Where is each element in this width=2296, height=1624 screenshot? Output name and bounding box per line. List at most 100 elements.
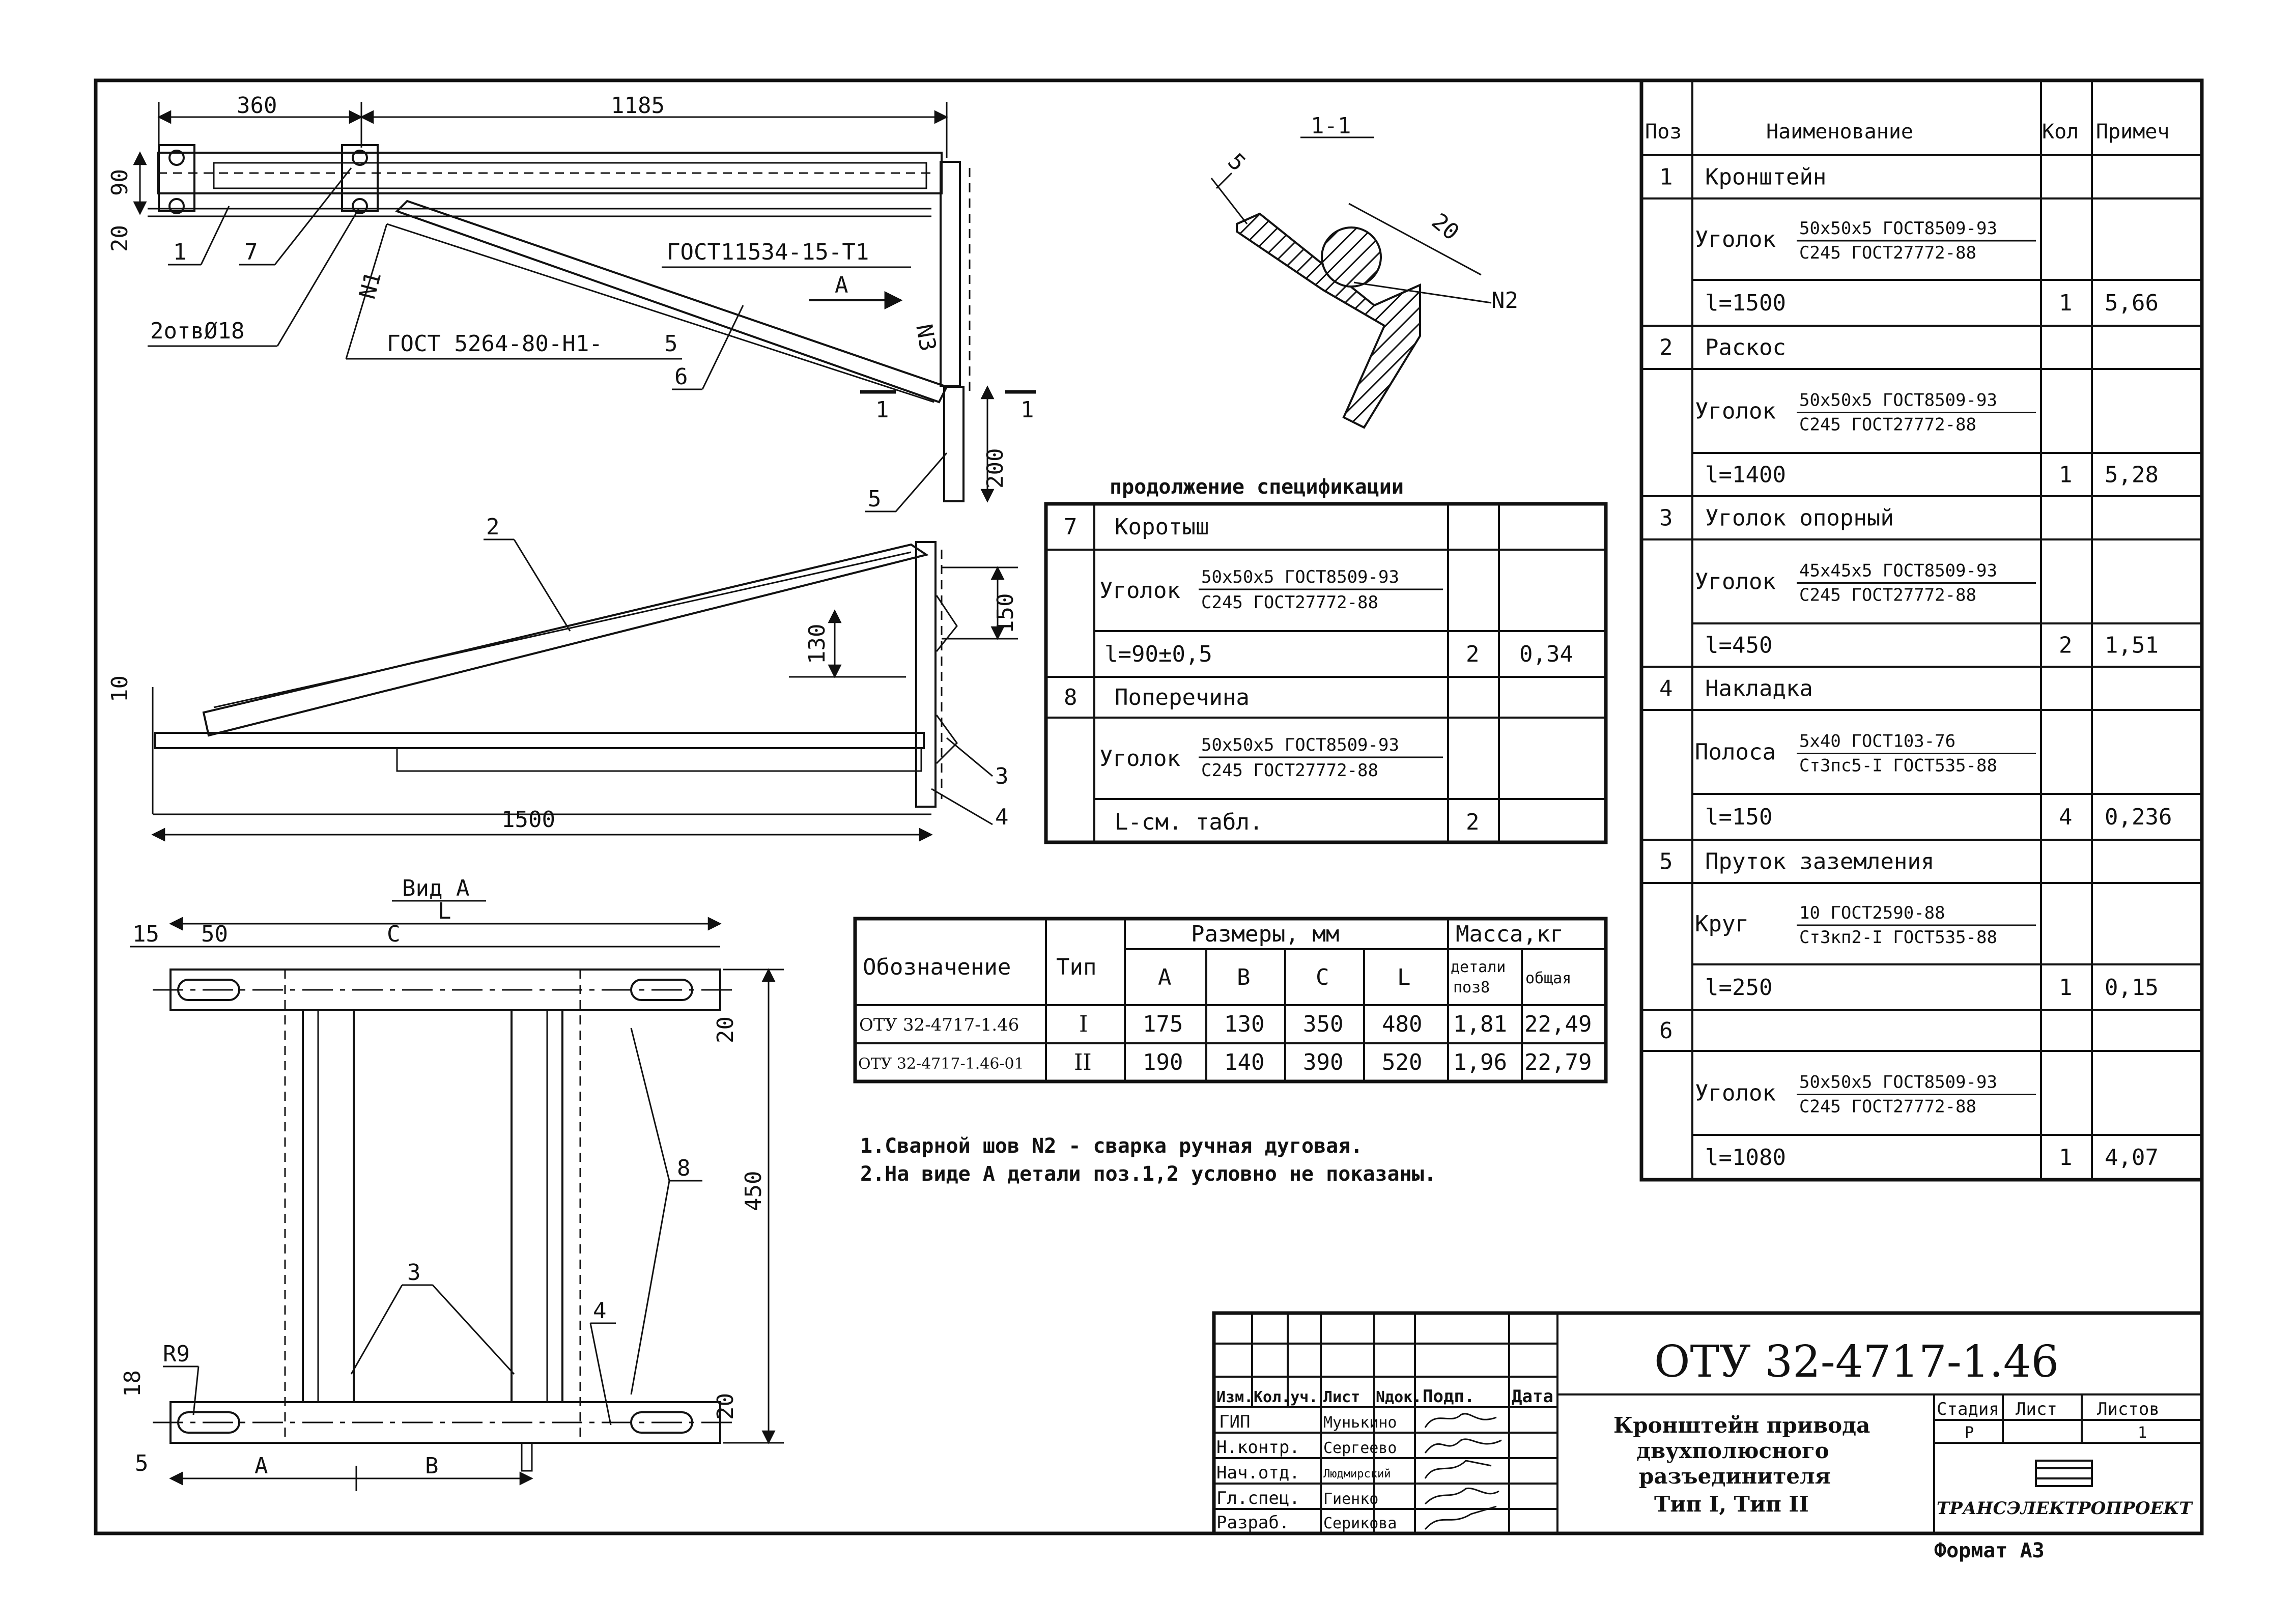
spec-row-pos: 6 [1659,1018,1673,1044]
cut-mark-left: 1 [875,397,889,423]
tb-name-glspec: Гиенко [1323,1490,1378,1508]
spec-row-pos: 3 [1659,505,1673,531]
dim-10: 10 [107,675,133,702]
spec-header-qty: Кол [2042,120,2079,144]
spec-row-material-spec: 50х50х5 ГОСТ8509-93 [1799,1072,1997,1093]
spec-cont-pos-8: 8 [1064,685,1078,710]
type-row-2-c: 390 [1303,1049,1343,1075]
spec-row-material-spec: 45х45х5 ГОСТ8509-93 [1799,561,1997,581]
tb-col-izm: Изм. [1216,1388,1253,1406]
cut-mark-right: 1 [1021,397,1034,423]
company-logo: ТРАНСЭЛЕКТРОПРОЕКТ [1937,1460,2193,1519]
tb-role-glspec: Гл.спец. [1216,1488,1300,1508]
dim-c: С [387,921,401,947]
dim-20: 20 [107,225,133,252]
spec-header-pos: Поз [1645,120,1682,144]
pos-1-label: 1 [173,239,187,265]
spec-row-material-spec: 10 ГОСТ2590-88 [1799,903,1945,923]
tb-stage-header: Стадия [1937,1399,1999,1419]
dim-r9: R9 [163,1341,190,1367]
spec-row-material: Уголок [1695,398,1776,424]
spec-row-steel-grade: Ст3кп2-I ГОСТ535-88 [1799,927,1997,948]
view-a-title: Вид А [402,875,469,901]
spec-row-name: Кронштейн [1705,164,1826,190]
spec-cont-num-8: 50х50х5 ГОСТ8509-93 [1201,735,1399,755]
spec-row-mass: 1,51 [2105,633,2159,659]
spec-row-mass: 5,28 [2105,462,2159,488]
spec-row-material: Уголок [1695,1080,1776,1106]
drawing-title-4: Тип I, Тип II [1654,1492,1809,1517]
tb-col-podp: Подп. [1423,1386,1475,1407]
spec-row-qty: 1 [2059,975,2073,1001]
pos-5-label: 5 [868,486,882,512]
pos-6-label: 6 [674,364,688,390]
view-arrow-label: А [835,272,848,298]
standard-weld-1: ГОСТ11534-15-Т1 [667,239,869,265]
type-row-1-a: 175 [1143,1011,1183,1037]
spec-cont-qty-7: 2 [1466,641,1480,667]
spec-row-pos: 5 [1659,849,1673,875]
spec-row-qty: 4 [2059,804,2073,830]
tb-name-nkontr: Сергеево [1323,1439,1397,1457]
dim-15: 15 [132,921,159,947]
weld-n3: N3 [911,322,941,353]
type-table-h-l: L [1397,964,1411,990]
spec-row-material-spec: 50х50х5 ГОСТ8509-93 [1799,218,1997,239]
type-table-h-type: Тип [1056,954,1096,980]
spec-row-pos: 1 [1659,164,1673,190]
type-table: Обозначение Тип Размеры, мм Масса,кг А В… [853,917,1608,1084]
tb-name-nachotd: Людмирский [1323,1468,1391,1480]
spec-row-qty: 1 [2059,1145,2073,1171]
view-a: Вид А L 15 50 С 450 20 20 18 5 [120,875,784,1491]
spec-cont-name-8: Поперечина [1115,685,1250,710]
middle-elevation-view: 1500 150 130 10 2 3 4 [107,514,1018,842]
spec-row-name: l=1080 [1705,1145,1786,1171]
dim-18: 18 [120,1370,146,1397]
tb-col-data: Дата [1512,1386,1553,1407]
tb-role-nkontr: Н.контр. [1216,1437,1300,1458]
type-row-1-l: 480 [1382,1011,1422,1037]
top-elevation-view: 360 1185 90 20 200 1 1 [107,93,1036,512]
spec-cont-name-7: Коротыш [1115,514,1209,540]
dim-b: В [425,1453,439,1479]
type-row-1-c: 350 [1303,1011,1343,1037]
type-row-1-part-mass: 1,81 [1453,1011,1507,1037]
dim-90: 90 [107,169,133,196]
weld-n1: N1 [354,269,386,301]
rod-section [1321,226,1382,288]
spec-cont-mass-7: 0,34 [1519,641,1573,667]
spec-row-steel-grade: С245 ГОСТ27772-88 [1799,1097,1976,1117]
dim-150: 150 [993,593,1018,634]
spec-row-material: Круг [1695,911,1749,937]
tb-name-gip: Мунькино [1323,1414,1397,1432]
title-block: ОТУ 32-4717-1.46 Изм. Кол.уч. Лист Nдок.… [1212,1311,2204,1535]
dim-360: 360 [237,93,277,119]
pos-2-label: 2 [486,514,500,540]
main-specification-table: Поз Наименование Кол Примеч [1639,78,2204,1182]
spec-cont-title: продолжение спецификации [1110,475,1404,499]
spec-row-mass: 5,66 [2105,290,2159,316]
dim-a: А [254,1453,268,1479]
company-name: ТРАНСЭЛЕКТРОПРОЕКТ [1937,1498,2193,1519]
weld-leg: 5 [664,331,678,357]
type-row-1-b: 130 [1224,1011,1264,1037]
section-dim-20: 20 [1427,208,1464,245]
note-2: 2.На виде А детали поз.1,2 условно не по… [860,1162,1436,1186]
spec-row-material: Полоса [1695,739,1776,765]
spec-row-name: l=150 [1705,804,1772,830]
spec-row-name: l=250 [1705,975,1772,1001]
pos-4-label: 4 [995,804,1009,830]
spec-row-material: Уголок [1695,226,1776,252]
pos-4-view-a-label: 4 [593,1298,607,1324]
spec-row-material: Уголок [1695,569,1776,595]
spec-header-note: Примеч [2096,120,2170,144]
dim-50: 50 [201,921,228,947]
type-row-2-b: 140 [1224,1049,1264,1075]
drawing-title-3: разъединителя [1639,1464,1831,1489]
spec-cont-den-7: С245 ГОСТ27772-88 [1201,592,1378,613]
spec-row-mass: 0,236 [2105,804,2172,830]
dim-5: 5 [135,1450,149,1476]
spec-row-qty: 2 [2059,633,2073,659]
holes-label: 2отвØ18 [150,318,244,344]
